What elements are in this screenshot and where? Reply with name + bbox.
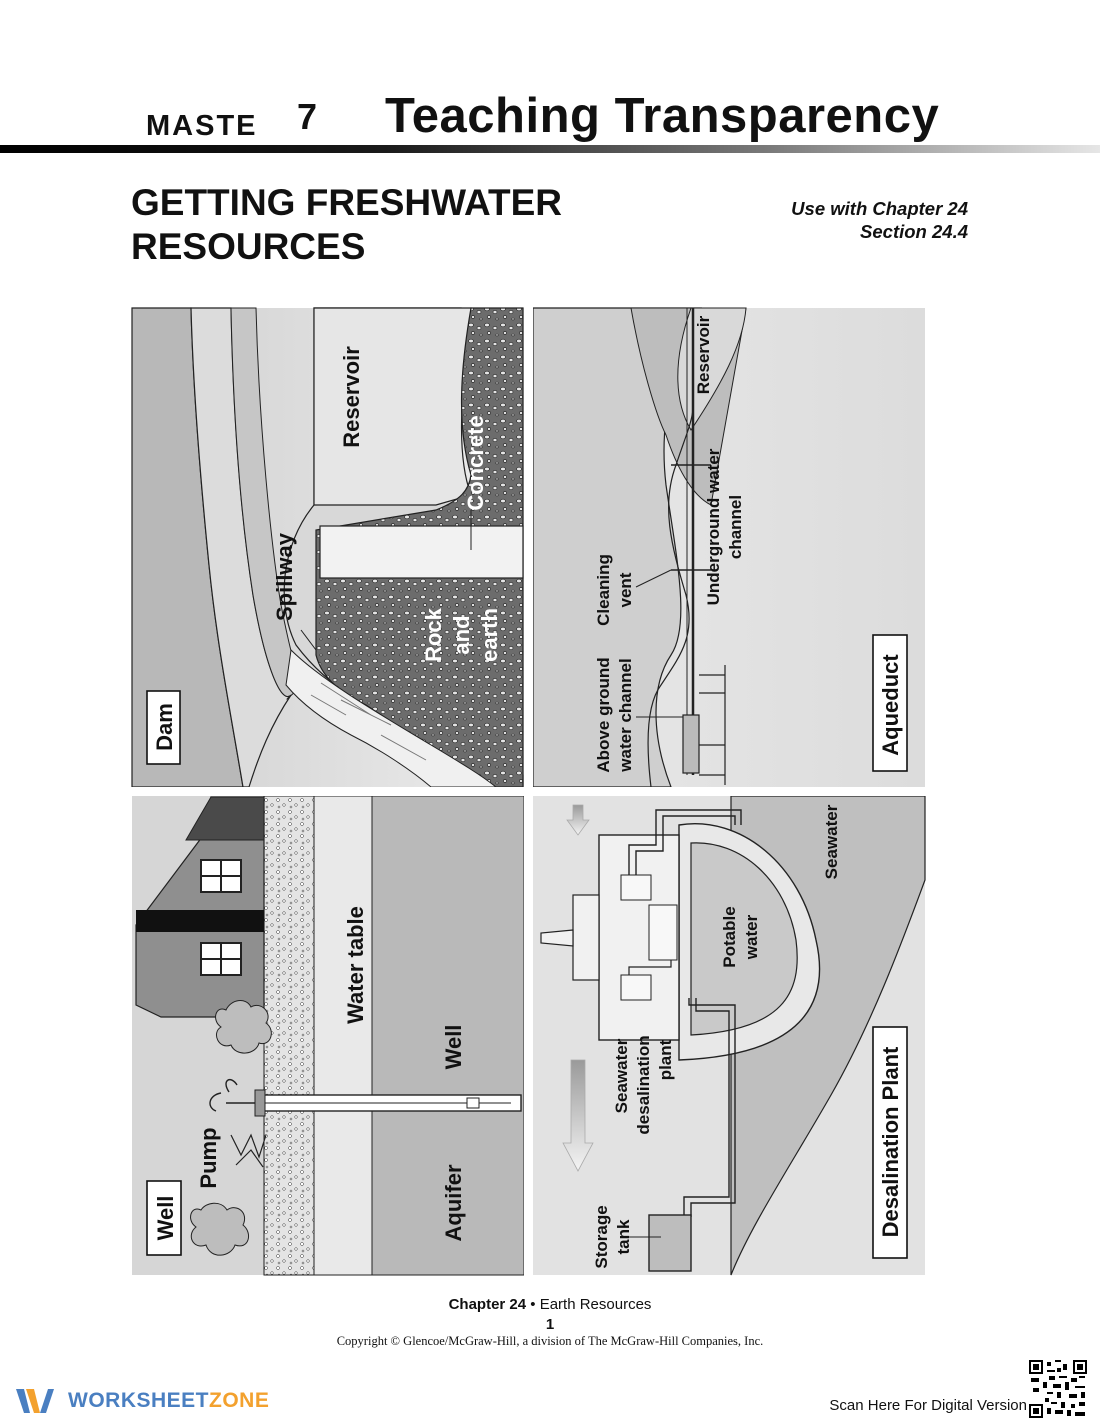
aqueduct-cleaning-label-line1: Cleaning [594,554,613,626]
well-label: Well [441,1025,466,1070]
freshwater-illustration: Dam Reservoir Concrete Spillway Rock and… [131,305,926,1277]
seawater-label: Seawater [822,804,841,879]
aqueduct-panel: Aqueduct Reservoir Underground water cha… [532,307,925,788]
dam-panel-title: Dam [152,703,177,751]
copyright-notice: Copyright © Glencoe/McGraw-Hill, a divis… [336,1334,764,1348]
dam-rock-label: Rock [421,607,446,662]
aqueduct-reservoir-label: Reservoir [694,315,713,394]
aqueduct-panel-title: Aqueduct [878,654,903,756]
master-label: MASTE [146,110,258,142]
dam-reservoir-label: Reservoir [339,346,364,448]
header-title: Teaching Transparency [385,89,940,143]
brand-w-icon [16,1389,54,1413]
brand-name-part1: WORKSHEET [68,1389,209,1412]
footer-chapter-name: Earth Resources [539,1296,652,1313]
brand-name-part2: ZONE [209,1389,270,1412]
header-rule [0,145,1100,153]
desalination-plant-label-line1: Seawater [612,1038,631,1113]
document-title: GETTING FRESHWATER RESOURCES [131,181,562,269]
footer-chapter: Chapter 24 • Earth Resources [0,1296,1100,1313]
qr-code-icon[interactable] [1029,1360,1087,1418]
brand-logo[interactable]: WORKSHEETZONE [14,1384,269,1418]
aqueduct-above-label-line1: Above ground [594,657,613,772]
dam-earth-label: earth [477,608,502,662]
master-number: 7 [297,96,318,137]
dam-concrete-label: Concrete [463,415,488,510]
dam-and-label: and [449,615,474,654]
scan-instruction: Scan Here For Digital Version [829,1397,1027,1414]
desalination-panel-title: Desalination Plant [878,1046,903,1237]
pump-label: Pump [196,1127,221,1188]
well-panel: Well Water table Well Pump Aquifer [132,795,525,1276]
desalination-panel: Desalination Plant Seawater Potable wate… [533,795,926,1276]
document-title-line2: RESOURCES [131,226,366,267]
well-panel-title: Well [153,1196,178,1241]
footer-chapter-number: Chapter 24 [448,1296,527,1313]
dam-panel: Dam Reservoir Concrete Spillway Rock and… [131,307,524,788]
aqueduct-above-label-line2: water channel [616,658,635,772]
footer-bullet: • [526,1296,540,1313]
page-number: 1 [545,1316,555,1333]
water-table-label: Water table [343,906,368,1024]
aqueduct-cleaning-label-line2: vent [616,572,635,607]
use-with-section: Section 24.4 [860,221,968,242]
aquifer-label: Aquifer [441,1164,466,1241]
use-with-note: Use with Chapter 24 Section 24.4 [791,197,968,243]
desalination-plant-label-line2: desalination [634,1035,653,1134]
aqueduct-underground-label-line2: channel [726,495,745,559]
storage-tank-label-line2: tank [614,1219,633,1255]
potable-water-label-line1: Potable [720,906,739,967]
storage-tank-label-line1: Storage [592,1205,611,1268]
use-with-chapter: Use with Chapter 24 [791,198,968,219]
desalination-plant-label-line3: plant [656,1039,675,1080]
aqueduct-underground-label-line1: Underground water [704,448,723,605]
dam-spillway-label: Spillway [272,532,297,621]
brand-name: WORKSHEETZONE [68,1389,269,1413]
document-title-line1: GETTING FRESHWATER [131,182,562,223]
potable-water-label-line2: water [742,914,761,960]
